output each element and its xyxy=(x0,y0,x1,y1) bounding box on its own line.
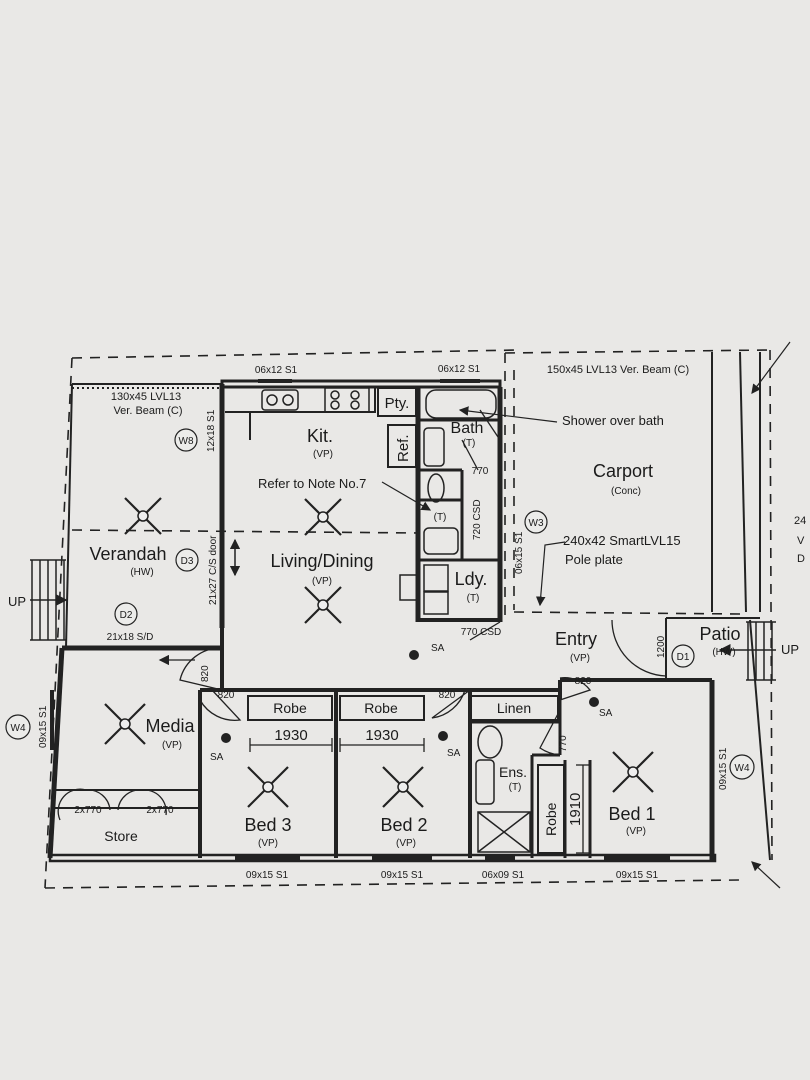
room-bath-sub: (T) xyxy=(463,438,476,449)
beam-left-line1: 130x45 LVL13 xyxy=(111,391,181,403)
dim-1930-a: 1930 xyxy=(274,727,307,744)
room-bath: Bath xyxy=(451,420,484,437)
ceiling-fans xyxy=(104,497,654,808)
pole-plate-line1: 240x42 SmartLVL15 xyxy=(563,533,681,548)
dim-820-media: 820 xyxy=(200,665,211,682)
win-bot-4: 09x15 S1 xyxy=(616,870,659,881)
room-kit: Kit. xyxy=(307,426,333,446)
stairs-left xyxy=(30,559,68,641)
win-bot-2: 09x15 S1 xyxy=(381,870,424,881)
win-top-1: 06x12 S1 xyxy=(255,365,298,376)
room-pty: Pty. xyxy=(385,395,410,412)
win-w4-right-size: 09x15 S1 xyxy=(718,747,729,790)
csd-720: 720 CSD xyxy=(472,499,483,540)
room-kit-sub: (VP) xyxy=(313,449,333,460)
beam-left-line2: Ver. Beam (C) xyxy=(113,405,182,417)
leader-lines xyxy=(381,341,791,889)
stairs-right xyxy=(718,621,776,681)
room-media-sub: (VP) xyxy=(162,740,182,751)
room-robe-c: Robe xyxy=(543,802,559,836)
sa-bed3: SA xyxy=(210,752,224,763)
tag-w8-text: W8 xyxy=(179,436,194,447)
dim-1200: 1200 xyxy=(656,635,667,658)
room-bed2-sub: (VP) xyxy=(396,838,416,849)
tag-w3-text: W3 xyxy=(529,518,544,529)
tag-w4-left-text: W4 xyxy=(11,723,26,734)
d2-size: 21x18 S/D xyxy=(107,632,154,643)
store-door-b: 2x770 xyxy=(146,805,174,816)
tags: W8 W3 W4 W4 D1 D2 D3 xyxy=(5,428,755,780)
win-bot-3: 06x09 S1 xyxy=(482,870,525,881)
room-ens-sub: (T) xyxy=(509,782,522,793)
edge-text-b: V xyxy=(797,535,805,547)
tag-w4-right-text: W4 xyxy=(735,763,750,774)
refer-note: Refer to Note No.7 xyxy=(258,476,366,491)
tag-d2-text: D2 xyxy=(120,610,133,621)
up-right: UP xyxy=(781,642,799,657)
room-carport-sub: (Conc) xyxy=(611,486,641,497)
edge-text-a: 24 xyxy=(794,515,806,527)
room-patio-sub: (HW) xyxy=(712,647,735,658)
shower-note: Shower over bath xyxy=(562,413,664,428)
win-w8-size: 12x18 S1 xyxy=(206,409,217,452)
store-door-a: 2x770 xyxy=(74,805,102,816)
tag-d3-text: D3 xyxy=(181,556,194,567)
dim-820-bed3: 820 xyxy=(218,690,235,701)
room-robe-b: Robe xyxy=(364,700,398,716)
room-store: Store xyxy=(104,828,138,844)
room-bed1: Bed 1 xyxy=(608,804,655,824)
door-swings xyxy=(57,409,667,821)
dim-1930-b: 1930 xyxy=(365,727,398,744)
sa-bed1: SA xyxy=(599,708,613,719)
room-ref: Ref. xyxy=(395,434,412,462)
csd-770: 770 CSD xyxy=(461,627,502,638)
up-left: UP xyxy=(8,594,26,609)
room-robe-a: Robe xyxy=(273,700,307,716)
beam-right: 150x45 LVL13 Ver. Beam (C) xyxy=(547,364,689,376)
d3-size: 21x27 C/S door xyxy=(208,535,219,605)
win-w3-size: 06x15 S1 xyxy=(514,531,525,574)
dim-1910: 1910 xyxy=(567,793,584,826)
room-bed3: Bed 3 xyxy=(244,815,291,835)
room-labels: Kit. (VP) Pty. Ref. Bath (T) Carport (Co… xyxy=(89,395,740,849)
room-living: Living/Dining xyxy=(270,551,373,571)
smoke-alarms xyxy=(221,650,599,743)
win-top-2: 06x12 S1 xyxy=(438,364,481,375)
room-linen: Linen xyxy=(497,700,531,716)
win-bot-1: 09x15 S1 xyxy=(246,870,289,881)
pole-plate-line2: Pole plate xyxy=(565,552,623,567)
room-patio: Patio xyxy=(699,624,740,644)
room-verandah-sub: (HW) xyxy=(130,567,153,578)
room-ldy: Ldy. xyxy=(455,569,488,589)
room-verandah: Verandah xyxy=(89,544,166,564)
room-ens: Ens. xyxy=(499,764,527,780)
room-carport: Carport xyxy=(593,461,653,481)
sa-bed2: SA xyxy=(447,748,461,759)
fixtures xyxy=(261,387,531,853)
edge-text-c: D xyxy=(797,553,805,565)
room-bed2: Bed 2 xyxy=(380,815,427,835)
walls xyxy=(47,351,771,863)
win-w4-left-size: 09x15 S1 xyxy=(38,705,49,748)
sa-living: SA xyxy=(431,643,445,654)
room-entry: Entry xyxy=(555,629,597,649)
dim-820-bed2: 820 xyxy=(439,690,456,701)
room-living-sub: (VP) xyxy=(312,576,332,587)
room-media: Media xyxy=(145,716,195,736)
room-entry-sub: (VP) xyxy=(570,653,590,664)
windows xyxy=(50,379,714,860)
dim-770-ens: 770 xyxy=(558,735,569,752)
dim-820-bed1: 820 xyxy=(575,676,592,687)
annotations: 130x45 LVL13 Ver. Beam (C) 150x45 LVL13 … xyxy=(8,364,806,881)
room-wc-sub: (T) xyxy=(434,512,447,523)
tag-d1-text: D1 xyxy=(677,652,690,663)
room-ldy-sub: (T) xyxy=(467,593,480,604)
dim-770-bath: 770 xyxy=(472,466,489,477)
tag-w8 xyxy=(174,428,198,452)
dimension-lines xyxy=(158,538,590,854)
room-bed3-sub: (VP) xyxy=(258,838,278,849)
room-bed1-sub: (VP) xyxy=(626,826,646,837)
